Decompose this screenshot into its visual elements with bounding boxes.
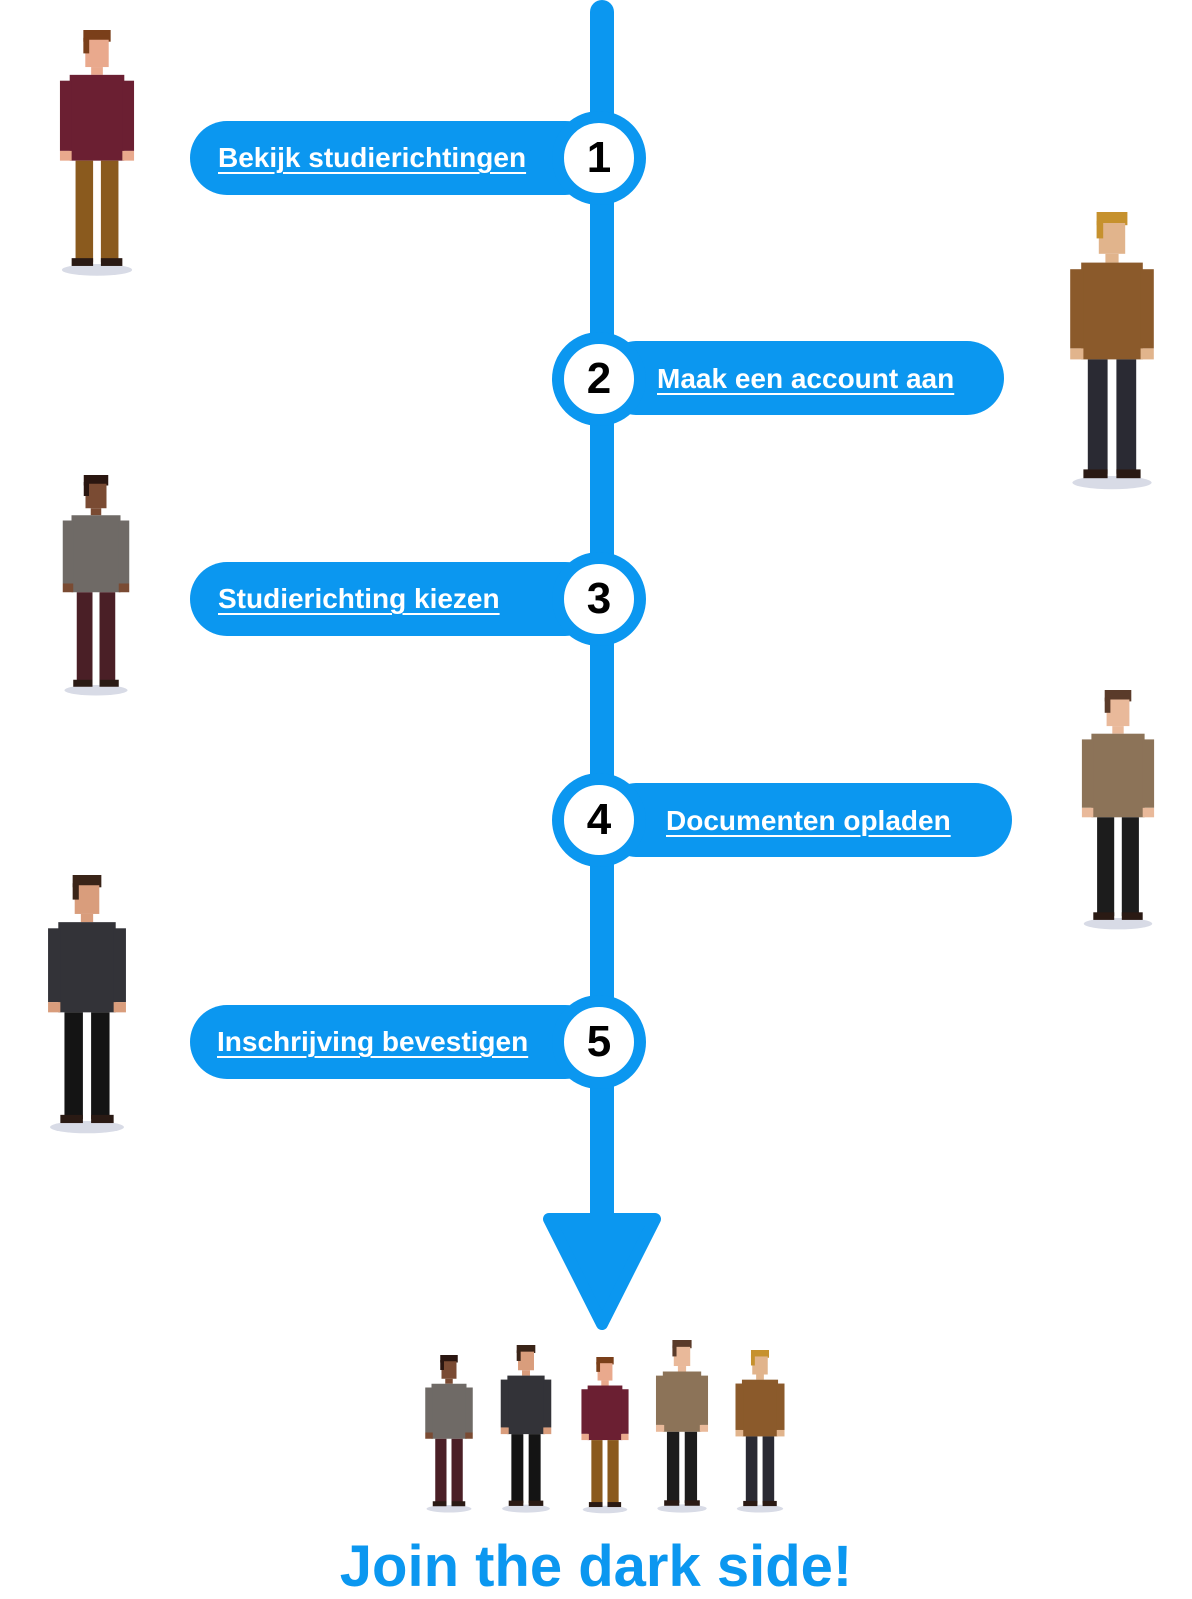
group-character-bearded-checked-coat [500, 1345, 552, 1513]
step-2-link[interactable]: Maak een account aan [657, 363, 955, 394]
group-character-tan-sweater [655, 1340, 709, 1513]
step-3-link[interactable]: Studierichting kiezen [218, 583, 500, 614]
group-character-brown-coat [735, 1350, 785, 1513]
step-5-pill[interactable] [190, 995, 646, 1089]
step-5-link[interactable]: Inschrijving bevestigen [217, 1026, 529, 1057]
step-2-pill[interactable] [552, 332, 1004, 426]
step-1-link[interactable]: Bekijk studierichtingen [218, 142, 527, 173]
timeline-arrowhead [543, 1213, 661, 1330]
step-5-number: 5 [586, 1017, 612, 1066]
step-1-number: 1 [586, 133, 612, 182]
character-red-jacket [59, 30, 135, 276]
step-4-pill[interactable] [552, 773, 1012, 867]
step-4-link[interactable]: Documenten opladen [666, 805, 951, 836]
step-4-number: 4 [586, 795, 612, 844]
character-brown-coat [1070, 212, 1154, 490]
character-tan-sweater [1081, 690, 1155, 930]
step-3-pill[interactable] [190, 552, 646, 646]
group-character-striped-sweater [425, 1355, 473, 1513]
step-1-pill[interactable] [190, 111, 646, 205]
character-striped-sweater [62, 475, 130, 696]
character-bearded-checked-coat [48, 875, 126, 1134]
tagline[interactable]: Join the dark side! [339, 1534, 853, 1599]
step-2-number: 2 [586, 354, 612, 403]
pixel-characters [48, 30, 1155, 1514]
step-3-number: 3 [586, 574, 612, 623]
group-character-red-jacket [581, 1357, 629, 1514]
